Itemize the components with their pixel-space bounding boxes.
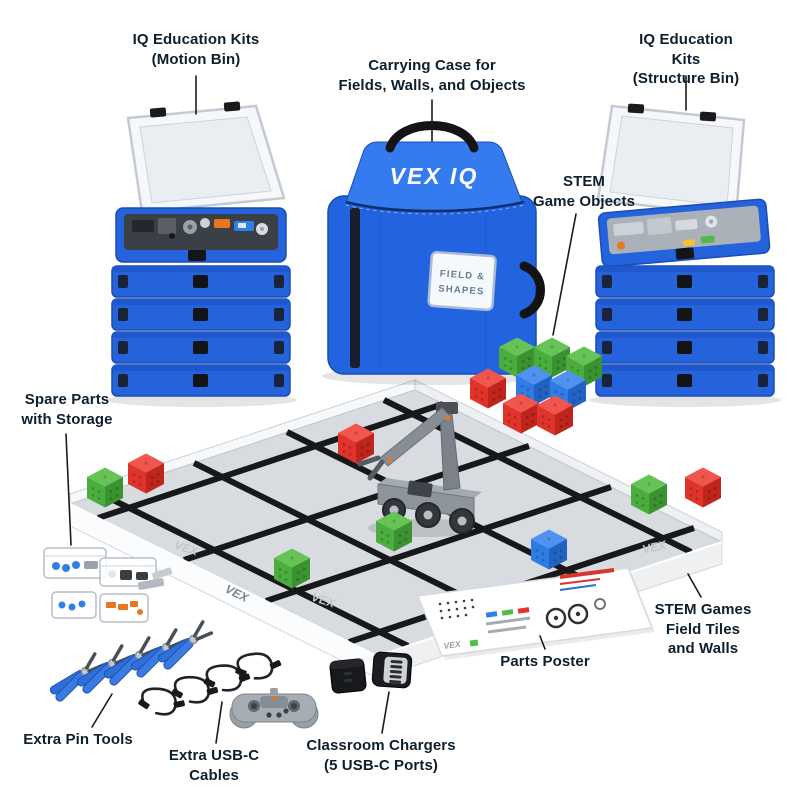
pin-tool — [157, 620, 214, 670]
parts-box — [99, 593, 149, 623]
structure-bin-open-tray — [597, 198, 771, 268]
leader-pin-tools — [91, 693, 113, 728]
usb-c-cables — [138, 652, 282, 716]
usb-c-cable — [138, 687, 185, 716]
game-cube-red — [685, 467, 721, 508]
motion-bin-stack — [105, 101, 297, 407]
robot — [357, 402, 484, 537]
wheel-part — [200, 218, 210, 228]
plate-part — [646, 217, 672, 235]
structure-bin-stack — [589, 103, 781, 407]
storage-case — [111, 265, 291, 298]
leader-usb-cables — [215, 701, 223, 744]
label-parts-poster: Parts Poster — [500, 653, 590, 670]
motion-bin-lid — [126, 101, 286, 214]
lid-clip — [149, 107, 167, 118]
label-usb-cables: Extra USB-C Cables — [168, 747, 260, 784]
parts-box — [43, 547, 107, 579]
tray-latch — [188, 250, 206, 261]
pin-tools — [49, 620, 214, 702]
label-motion-bin: IQ Education Kits (Motion Bin) — [132, 31, 260, 68]
tray-latch — [675, 247, 695, 260]
usb-c-port — [389, 674, 402, 679]
carrying-case: VEX IQ FIELD & SHAPES — [322, 121, 545, 385]
storage-case — [595, 364, 775, 397]
usb-c-port — [390, 664, 403, 669]
loose-beam-part — [137, 578, 165, 590]
case-tag: FIELD & SHAPES — [427, 250, 497, 312]
beam-part — [675, 218, 698, 231]
motion-bin-cases — [111, 265, 291, 397]
orange-part — [616, 241, 625, 250]
label-pin-tools: Extra Pin Tools — [23, 731, 133, 748]
motor-part — [158, 218, 176, 234]
storage-case — [595, 265, 775, 298]
yellow-part — [682, 239, 696, 246]
orange-part — [214, 219, 230, 228]
beam-part — [613, 221, 644, 236]
leader-field-tiles — [687, 573, 702, 598]
parts-poster: VEX — [416, 567, 655, 660]
usb-c-cable — [203, 664, 251, 692]
label-carrying-case: Carrying Case for Fields, Walls, and Obj… — [338, 57, 526, 94]
spare-parts-boxes — [43, 547, 173, 623]
usb-c-cable — [171, 675, 219, 704]
robot-claw — [357, 455, 381, 467]
charger — [371, 651, 413, 689]
parts-box — [99, 557, 157, 587]
storage-case — [111, 364, 291, 397]
leader-spare-parts — [65, 433, 72, 546]
motion-bin-open-tray — [115, 207, 287, 263]
leader-game-objects — [552, 213, 577, 336]
structure-bin-lid — [596, 103, 746, 218]
robot-claw — [367, 459, 385, 481]
classroom-chargers — [329, 651, 413, 694]
poster-heading-mark — [559, 568, 615, 579]
leader-chargers — [381, 691, 390, 734]
storage-case — [111, 298, 291, 331]
vex-iq-logo: VEX IQ — [390, 163, 479, 189]
label-spare-parts: Spare Parts with Storage — [21, 391, 113, 428]
usb-c-cable — [235, 652, 282, 680]
label-stem-game-objects: STEM Game Objects — [532, 173, 636, 210]
leader-poster — [539, 635, 546, 650]
usb-c-port — [389, 669, 402, 674]
usb-c-port — [389, 679, 402, 684]
poster-sheet — [416, 567, 654, 657]
leader-lines — [65, 75, 702, 744]
label-field-tiles: STEM Games Field Tiles and Walls — [654, 601, 752, 657]
controller-power-led — [272, 696, 276, 700]
lid-clip — [699, 111, 717, 122]
lid-clip — [223, 101, 241, 112]
storage-case — [595, 298, 775, 331]
label-structure-bin: IQ Education Kits (Structure Bin) — [632, 31, 740, 87]
parts-box — [51, 591, 97, 619]
motor-part — [132, 220, 154, 232]
case-zipper — [345, 200, 525, 213]
lid-clip — [627, 103, 645, 114]
case-tag-line1: FIELD & — [439, 268, 485, 282]
robot-arm — [379, 407, 451, 467]
vex-tile-logo: VEX — [641, 538, 668, 557]
poster-fastener-grid — [438, 598, 475, 620]
case-tag-line2: SHAPES — [438, 283, 485, 297]
label-chargers: Classroom Chargers (5 USB-C Ports) — [306, 737, 456, 774]
storage-case — [111, 331, 291, 364]
controller — [229, 688, 319, 729]
structure-bin-cases — [595, 265, 775, 397]
case-strap — [350, 208, 360, 368]
loose-beam-part — [152, 567, 173, 580]
charger — [329, 658, 367, 694]
poster-vex-logo: VEX — [443, 639, 463, 651]
case-side-handle — [519, 261, 545, 319]
storage-case — [595, 331, 775, 364]
usb-c-port — [390, 659, 403, 664]
green-part — [700, 235, 715, 244]
wall-top-edge — [69, 503, 378, 657]
